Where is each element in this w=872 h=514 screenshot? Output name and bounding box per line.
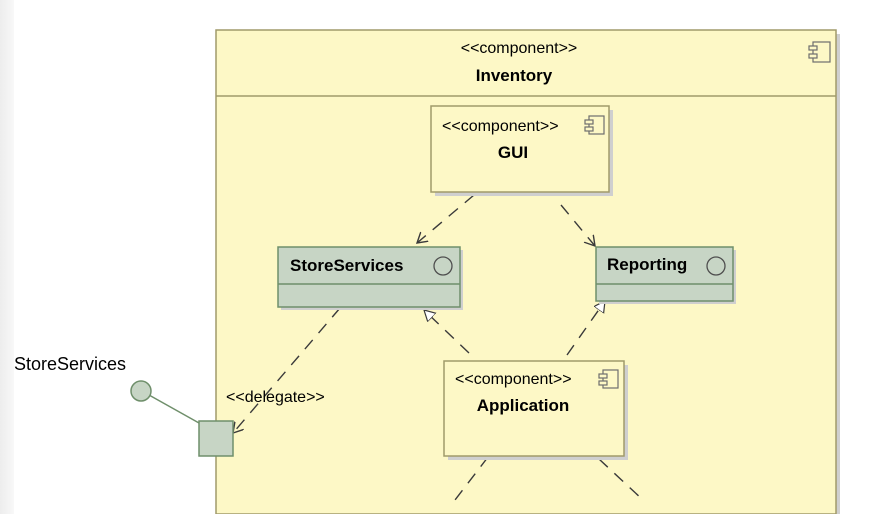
- application-body: [443, 360, 625, 457]
- storeservices-name: StoreServices: [290, 256, 403, 275]
- provided-interface-lollipop[interactable]: [130, 380, 152, 402]
- gui-stereotype: <<component>>: [442, 118, 559, 135]
- reporting-interface[interactable]: Reporting: [595, 246, 736, 304]
- gui-component[interactable]: <<component>> GUI: [430, 105, 613, 196]
- component-icon: [584, 115, 605, 135]
- application-realizes-reporting[interactable]: [566, 301, 605, 356]
- reporting-body: [595, 246, 734, 302]
- delegate-label: <<delegate>>: [226, 389, 325, 406]
- storeservices-interface[interactable]: StoreServices: [277, 246, 463, 310]
- application-component[interactable]: <<component>> Application: [443, 360, 628, 460]
- interface-icon: [433, 256, 453, 276]
- interface-icon: [706, 256, 726, 276]
- application-realizes-storeservices[interactable]: [424, 310, 470, 354]
- component-icon: [808, 41, 831, 63]
- reporting-name: Reporting: [607, 255, 687, 274]
- application-name: Application: [477, 396, 570, 415]
- storeservices-body: [277, 246, 461, 308]
- storeservices-port[interactable]: [198, 420, 234, 457]
- application-outgoing-dependency-left: [454, 456, 489, 501]
- application-stereotype: <<component>>: [455, 371, 572, 388]
- delegate-connector[interactable]: [233, 307, 341, 433]
- left-margin-pane: [0, 0, 14, 514]
- lollipop-connector: [148, 394, 200, 424]
- gui-body: [430, 105, 610, 193]
- gui-to-reporting-dependency[interactable]: [560, 204, 595, 246]
- external-interface-label: StoreServices: [14, 354, 126, 374]
- application-outgoing-dependency-right: [598, 458, 644, 501]
- inventory-name: Inventory: [476, 66, 553, 85]
- inventory-stereotype: <<component>>: [461, 40, 578, 57]
- component-icon: [598, 369, 619, 389]
- gui-name: GUI: [498, 143, 528, 162]
